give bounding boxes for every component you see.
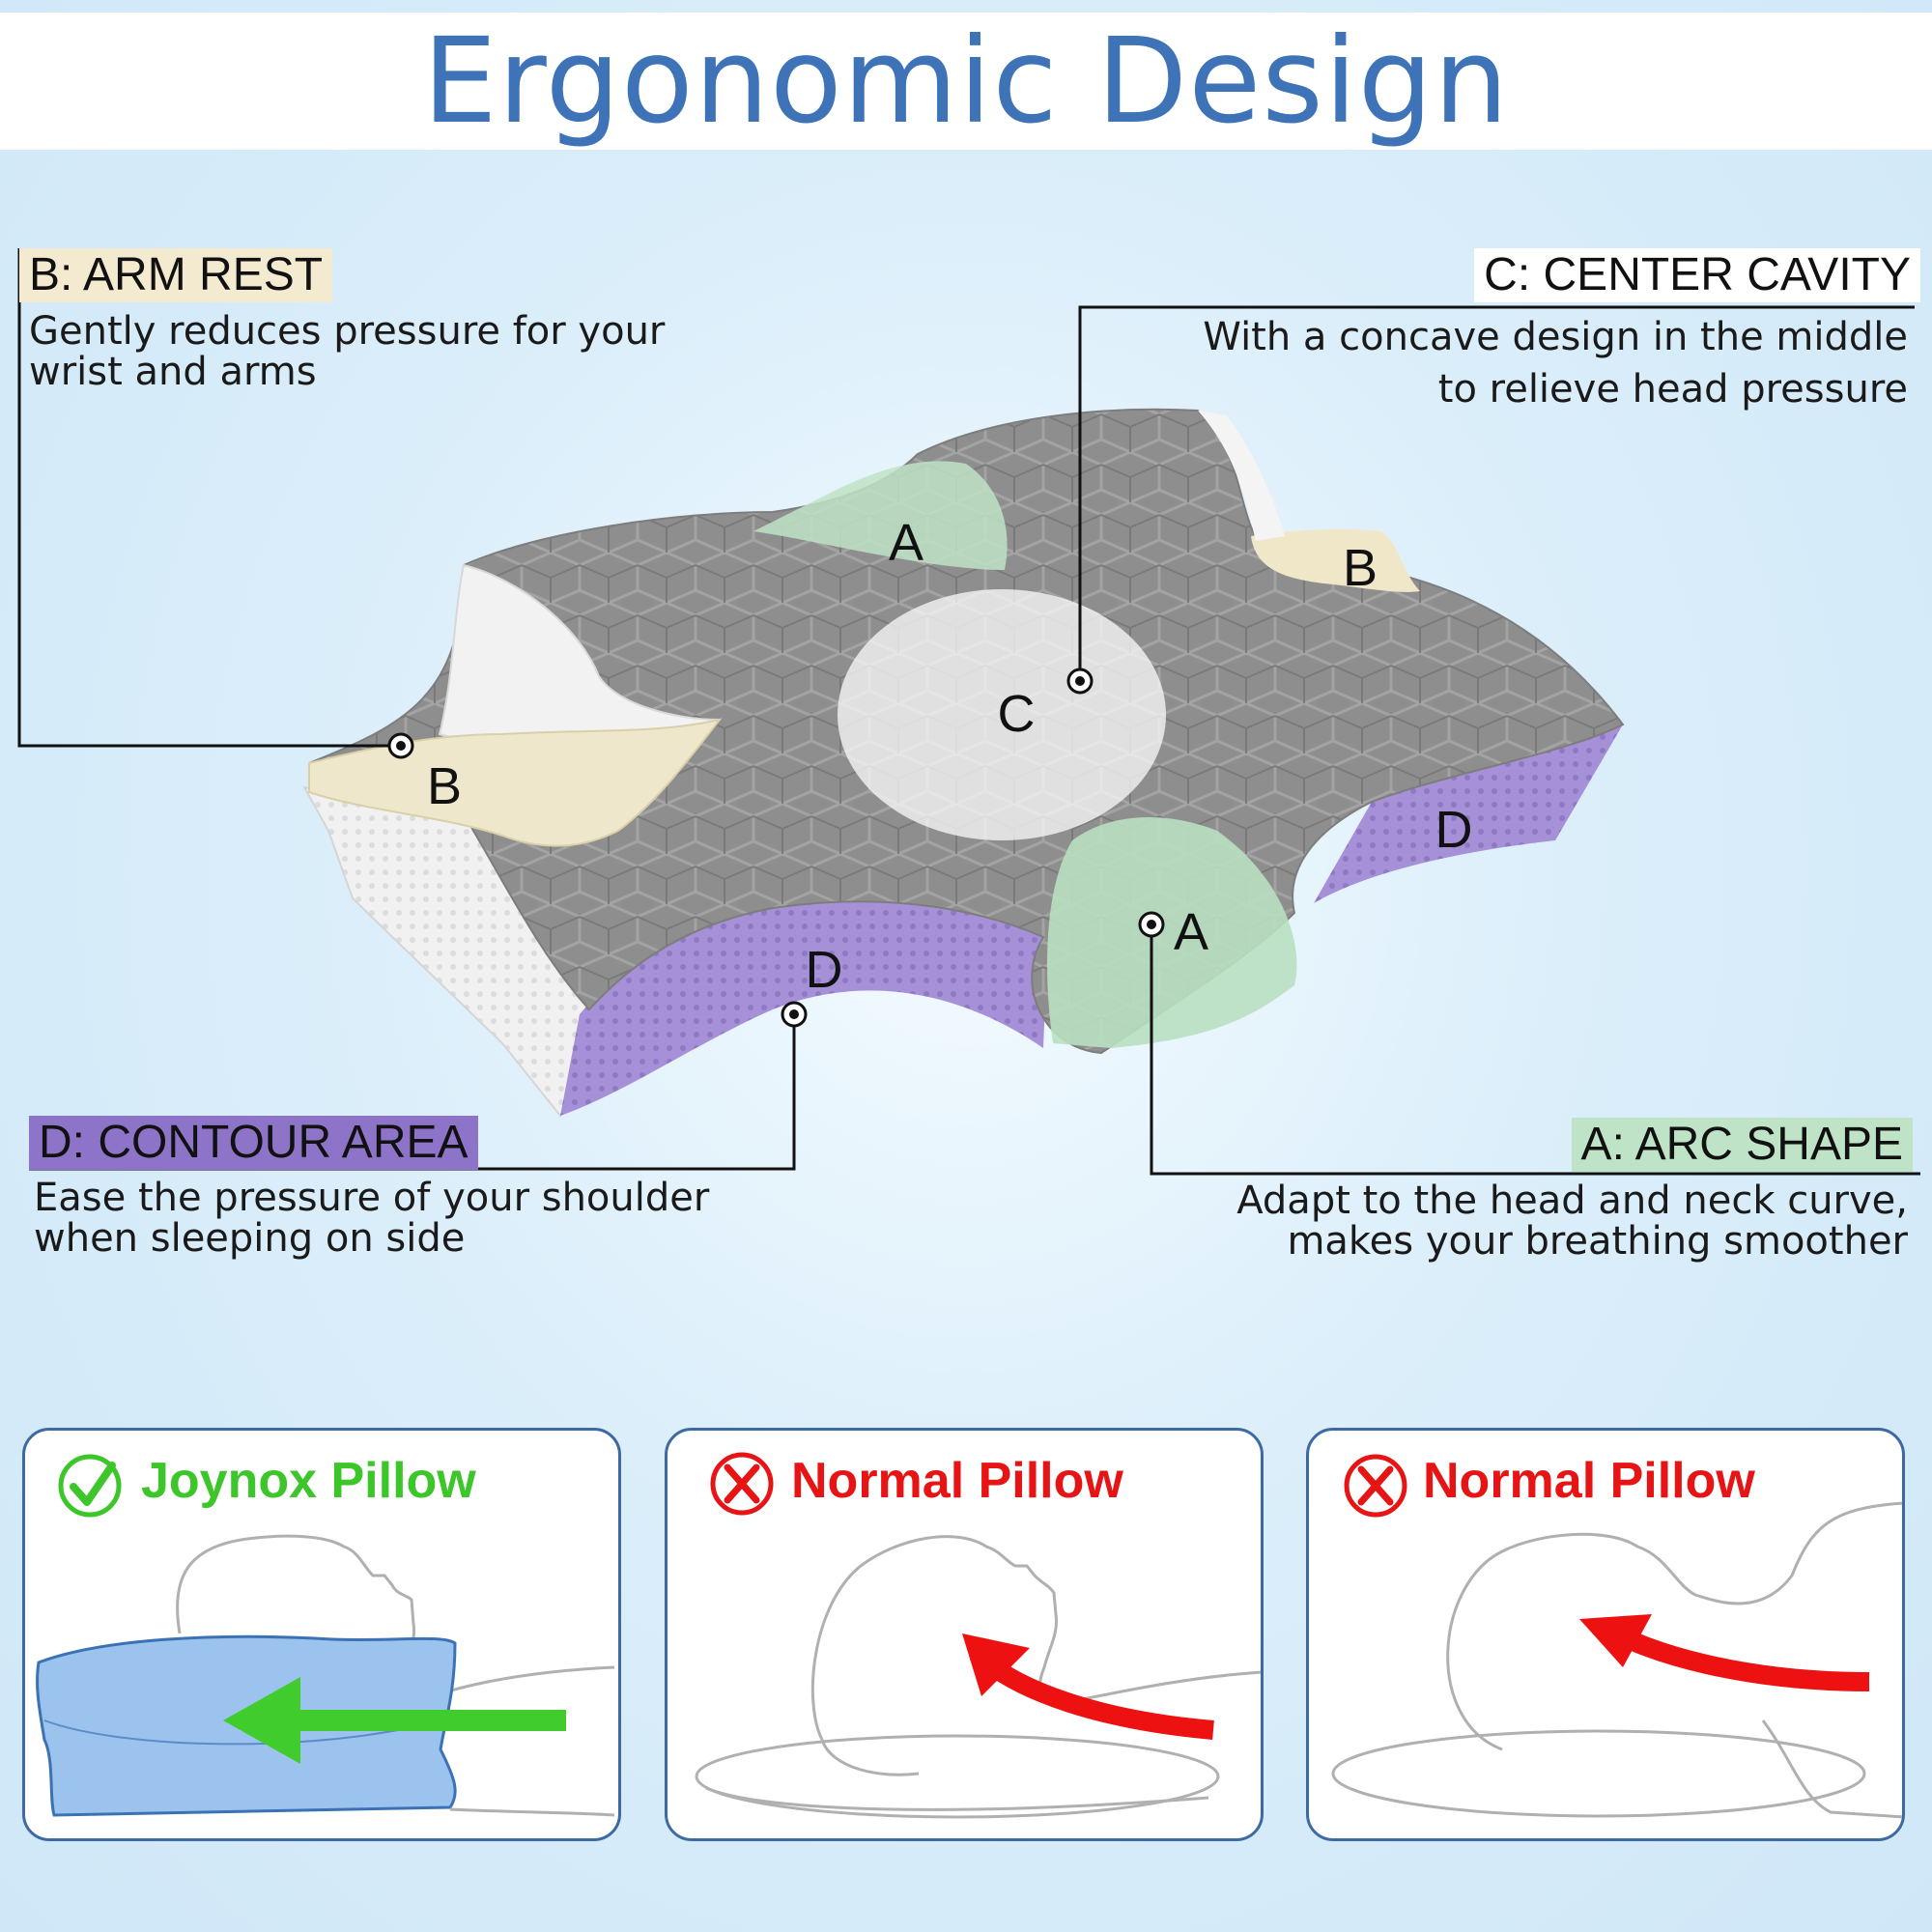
x-circle-icon <box>710 1452 774 1516</box>
letter-b-left: B <box>427 757 462 815</box>
letter-c: C <box>998 685 1036 743</box>
x-circle-icon <box>1344 1454 1407 1518</box>
arrow-head <box>223 1677 300 1764</box>
card-title-joynox: Joynox Pillow <box>141 1453 476 1509</box>
pillow-diagram: A B C B D A D <box>17 248 1920 1176</box>
callout-markers <box>387 668 1165 1028</box>
pillow-front-purple <box>560 889 1048 1116</box>
title-band <box>0 13 1932 150</box>
card-joynox-pillow: Joynox Pillow <box>22 1428 621 1841</box>
label-arc-shape: A: ARC SHAPE <box>1571 1118 1913 1172</box>
arrow-head <box>1579 1614 1652 1667</box>
callout-line-arc-shape <box>1150 924 1920 1176</box>
desc-arm-rest: Gently reduces pressure for your wrist a… <box>29 309 666 394</box>
pillow-right-purple <box>1314 724 1623 903</box>
page-title: Ergonomic Design <box>422 13 1510 150</box>
desc-center-cavity: With a concave design in the middle to r… <box>1203 315 1908 412</box>
label-contour-area: D: CONTOUR AREA <box>29 1116 478 1170</box>
card-normal-pillow-2: Normal Pillow <box>1306 1428 1905 1841</box>
joynox-sleeper-illustration <box>36 1454 615 1817</box>
arrow-head <box>962 1634 1030 1696</box>
zone-a-bottom <box>1047 817 1297 1048</box>
zone-b-right <box>1251 528 1420 592</box>
desc-arc-shape: Adapt to the head and neck curve, makes … <box>1236 1179 1908 1264</box>
letter-a-top: A <box>889 514 923 572</box>
check-circle-icon <box>58 1454 122 1518</box>
zone-a-top <box>753 461 1008 570</box>
normal-sleeper-illustration-1 <box>695 1452 1261 1819</box>
zone-c-center <box>838 589 1166 840</box>
callout-line-arm-rest <box>17 248 401 748</box>
letter-a-bottom: A <box>1174 903 1208 961</box>
desc-contour-area: Ease the pressure of your shoulder when … <box>34 1176 710 1261</box>
card-title-normal-2: Normal Pillow <box>1423 1453 1755 1509</box>
label-center-cavity: C: CENTER CAVITY <box>1474 248 1920 302</box>
card-normal-pillow-1: Normal Pillow <box>665 1428 1264 1841</box>
letter-d-left: D <box>806 941 843 999</box>
letter-d-right: D <box>1435 801 1473 859</box>
label-arm-rest: B: ARM REST <box>19 248 333 302</box>
letter-b-right: B <box>1343 539 1378 597</box>
card-title-normal-1: Normal Pillow <box>791 1453 1123 1509</box>
arrow-shaft <box>1603 1620 1870 1691</box>
zone-b-right-top <box>1198 411 1285 541</box>
normal-sleeper-illustration-2 <box>1331 1454 1902 1819</box>
